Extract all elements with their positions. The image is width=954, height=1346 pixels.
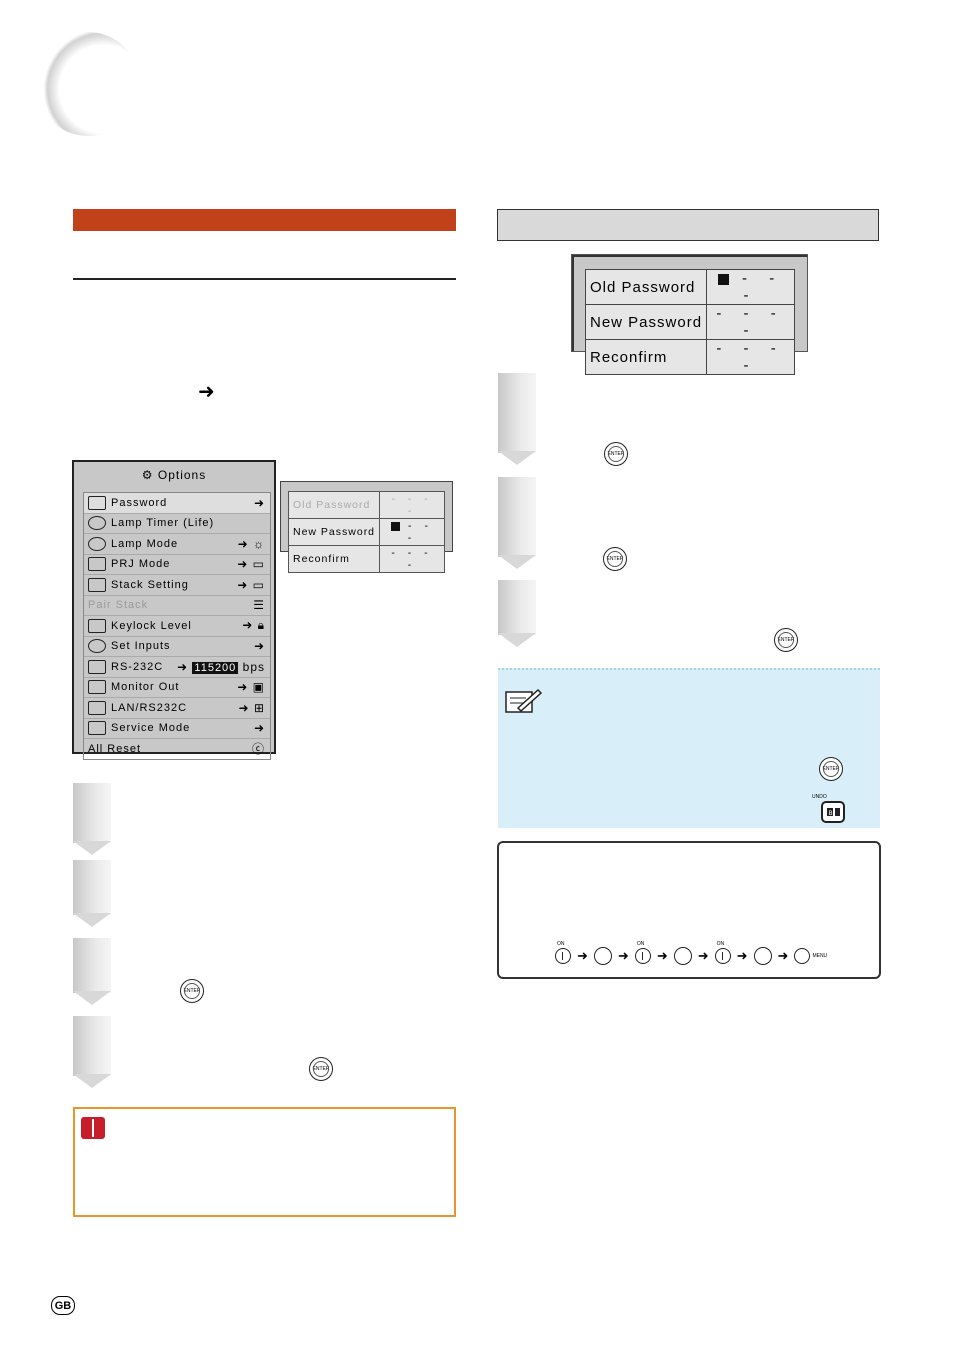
enter-icon [673,947,692,965]
password-table-large: Old Password - - - New Password - - - - … [584,269,796,375]
power-on-icon: ON [714,941,731,964]
input-cursor [391,521,401,531]
network-icon [88,700,106,715]
subsection-heading-bar [497,209,879,241]
undo-label: UNDO [812,794,827,800]
enter-button-icon: ENTER [180,979,204,1003]
options-menu-list: Password➜ Lamp Timer (Life) Lamp Mode➜ ☼… [83,492,271,760]
enter-icon [593,947,612,965]
reconfirm-row[interactable]: Reconfirm - - - - [287,545,446,573]
projector-mode-icon [88,557,106,572]
lamp-icon [88,536,106,551]
step-tab-r2 [498,477,536,569]
enter-button-icon: ENTER [604,442,628,466]
input-icon [88,639,106,654]
menu-item-monitor-out[interactable]: Monitor Out➜ ▣ [84,678,270,698]
reconfirm-row[interactable]: Reconfirm - - - - [584,339,796,375]
step-tab-4 [73,1016,111,1088]
menu-item-lan-rs232c[interactable]: LAN/RS232C➜ ⊞ [84,698,270,719]
old-password-row: Old Password - - - - [287,491,446,519]
password-dialog-large: Old Password - - - New Password - - - - … [571,254,808,375]
menu-item-keylock-level[interactable]: Keylock Level➜ 🔒︎ [84,616,270,637]
reset-icon: ⓒ [251,742,265,757]
step-tab-3 [73,938,111,1005]
region-badge: GB [51,1296,75,1315]
menu-item-prj-mode[interactable]: PRJ Mode➜ ▭ [84,555,270,575]
chapter-header-graphic [36,32,140,136]
power-on-icon: ON [555,941,571,964]
book-info-icon [81,1117,105,1139]
options-menu-title: ⚙ Options [141,468,207,482]
key-icon [88,495,106,510]
arrow-icon: ➜ [697,948,709,963]
arrow-icon: ➜ [777,948,789,963]
step-tab-r1 [498,373,536,465]
stack-icon: ☰ [253,598,265,613]
button-sequence: ON ➜ ➜ ON ➜ ➜ ON ➜ ➜ MENU [555,941,828,965]
menu-item-lamp-mode[interactable]: Lamp Mode➜ ☼ [84,534,270,555]
menu-item-pair-stack: Pair Stack☰ [84,596,270,616]
menu-item-service-mode[interactable]: Service Mode➜ [84,719,270,739]
section-divider [73,278,456,280]
step-tab-r3 [498,580,536,647]
baud-rate-value: 115200 [192,661,239,674]
enter-button-icon: ENTER [774,628,798,652]
monitor-icon [88,680,106,695]
arrow-right-icon: ➜ [198,381,215,403]
options-menu-screen: ⚙ Options Password➜ Lamp Timer (Life) La… [72,460,276,760]
menu-item-set-inputs[interactable]: Set Inputs➜ [84,637,270,657]
enter-button-icon: ENTER [603,547,627,571]
stack-icon [88,577,106,592]
new-password-row[interactable]: New Password - - - - [584,304,796,340]
password-reset-sequence-box: ON ➜ ➜ ON ➜ ➜ ON ➜ ➜ MENU [497,841,881,979]
menu-item-rs232c[interactable]: RS-232C➜ 115200 bps [84,657,270,678]
info-box [73,1107,456,1217]
menu-item-stack-setting[interactable]: Stack Setting➜ ▭ [84,575,270,596]
undo-button-icon: B [818,794,848,824]
menu-item-password[interactable]: Password➜ [84,493,270,514]
service-icon [88,721,106,736]
arrow-icon: ➜ [577,948,588,963]
old-password-row[interactable]: Old Password - - - [584,269,796,305]
lamp-timer-icon [88,516,106,531]
svg-text:B: B [829,810,833,817]
lock-icon [88,618,106,633]
arrow-icon: ➜ [617,948,629,963]
serial-port-icon [88,659,106,674]
input-cursor [717,273,729,285]
pencil-note-icon [505,688,542,713]
password-dialog-small: Old Password - - - - New Password - - - … [280,481,453,573]
enter-button-icon: ENTER [309,1057,333,1081]
menu-icon [794,948,811,964]
step-tab-2 [73,860,111,927]
enter-button-icon: ENTER [819,757,843,781]
new-password-row[interactable]: New Password - - - [287,518,446,546]
password-table-small: Old Password - - - - New Password - - - … [287,491,446,573]
enter-icon [753,947,772,965]
step-tab-1 [73,783,111,855]
menu-item-lamp-timer[interactable]: Lamp Timer (Life) [84,514,270,534]
arrow-icon: ➜ [736,948,748,963]
options-icon: ⚙ [141,468,154,482]
arrow-icon: ➜ [656,948,668,963]
section-heading-bar [73,209,456,231]
power-on-icon: ON [634,941,651,964]
note-box [498,668,880,828]
